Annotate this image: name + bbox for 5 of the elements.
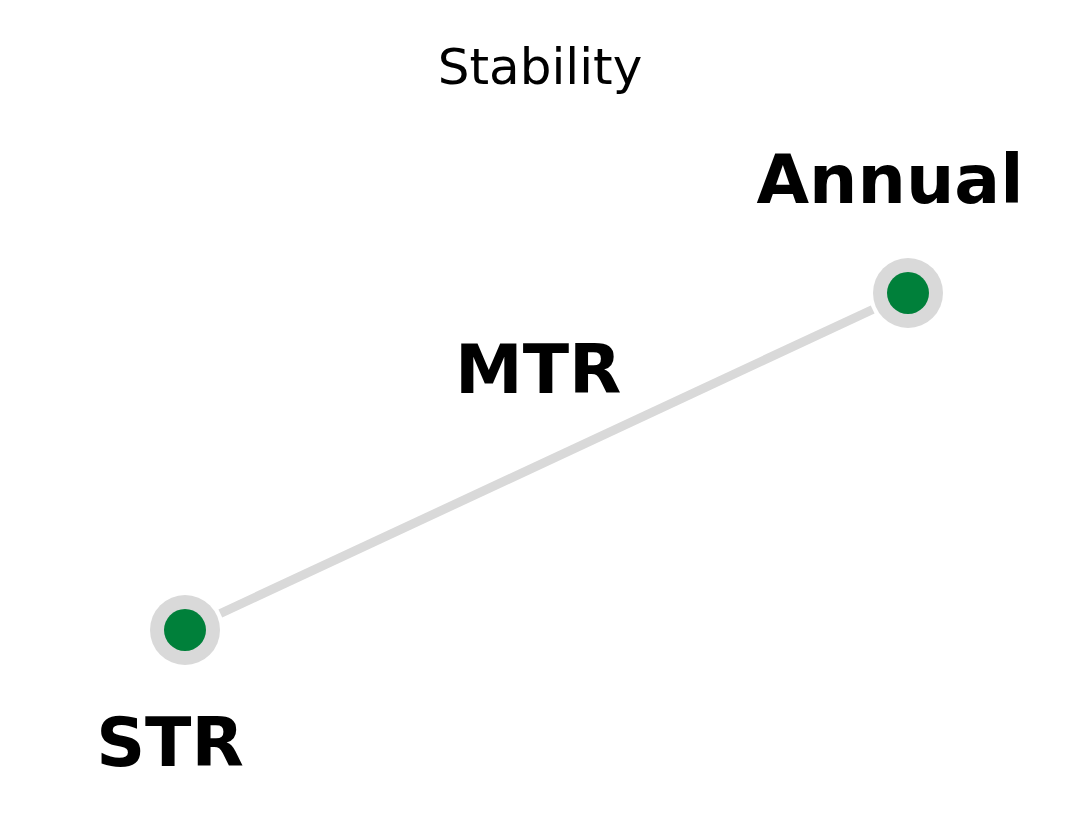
- text-label: MTR: [455, 330, 622, 409]
- node-label: Annual: [755, 140, 1025, 219]
- connector-line: [218, 305, 875, 618]
- diagram-title: Stability: [436, 38, 644, 96]
- node-label: STR: [95, 703, 245, 782]
